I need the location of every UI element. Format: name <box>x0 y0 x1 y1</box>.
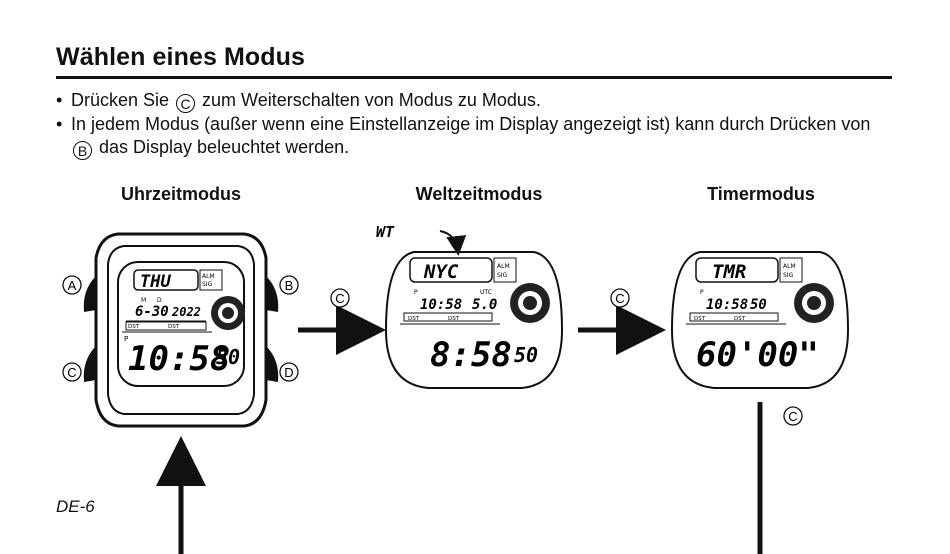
timer-sig-label: SIG <box>783 272 794 279</box>
timer-countdown: 60'00" <box>696 335 819 375</box>
instruction-item: In jedem Modus (außer wenn eine Einstell… <box>56 113 892 160</box>
return-key-letter: C <box>788 409 797 424</box>
timer-alm-label: ALM <box>783 263 796 270</box>
timer-code: TMR <box>712 261 746 283</box>
timekeeping-pm: P <box>124 335 128 343</box>
timer-mode-label: Timermodus <box>707 184 815 204</box>
arrow-key-marker <box>330 288 350 308</box>
world-time-watch <box>384 230 564 389</box>
world-time-time: 8:58 <box>430 335 512 375</box>
timekeeping-year: 2022 <box>171 305 201 319</box>
instruction-text: zum Weiterschalten von Modus zu Modus. <box>197 90 541 110</box>
timer-watch <box>670 251 850 389</box>
timer-pm-small: P <box>700 289 704 296</box>
timekeeping-dst-a: DST <box>128 324 140 330</box>
arrow-key-marker <box>610 288 630 308</box>
timekeeping-watch <box>83 232 279 428</box>
timekeeping-alm-label: ALM <box>202 273 215 280</box>
button-d-letter: D <box>284 365 293 380</box>
world-time-home-time: 10:58 <box>420 297 462 313</box>
timekeeping-time: 10:58 <box>128 339 230 379</box>
timekeeping-sig-label: SIG <box>202 281 213 288</box>
timer-current-sec: 50 <box>750 297 767 313</box>
world-time-sig-label: SIG <box>497 272 508 279</box>
timekeeping-mode-label: Uhrzeitmodus <box>120 184 241 204</box>
instruction-text: In jedem Modus (außer wenn eine Einstell… <box>71 114 871 134</box>
heading-rule <box>56 76 892 79</box>
page-number: DE-6 <box>56 497 95 516</box>
button-a-marker <box>62 275 82 295</box>
timekeeping-day: THU <box>140 272 171 292</box>
world-time-dst-b: DST <box>448 316 460 322</box>
button-b-symbol: B <box>73 141 92 160</box>
button-b-marker <box>279 275 299 295</box>
world-time-utc-label: UTC <box>480 289 492 296</box>
timer-dst-b: DST <box>734 316 746 322</box>
world-time-dst-a: DST <box>408 316 420 322</box>
world-time-pm-small: P <box>414 289 418 296</box>
world-time-offset: 5.0 <box>472 297 497 313</box>
timer-dst-a: DST <box>694 316 706 322</box>
section-heading: Wählen eines Modus <box>56 43 306 71</box>
timekeeping-date: 6-30 <box>135 304 169 320</box>
timekeeping-dst-b: DST <box>168 324 180 330</box>
instruction-text: das Display beleuchtet werden. <box>94 137 350 157</box>
world-time-mode-label: Weltzeitmodus <box>415 184 543 204</box>
instruction-item: Drücken Sie C zum Weiterschalten von Mod… <box>56 89 892 113</box>
arrow-key-letter: C <box>335 291 344 306</box>
world-time-seconds: 50 <box>514 343 538 367</box>
button-c-letter: C <box>67 365 76 380</box>
instruction-text: Drücken Sie <box>71 90 175 110</box>
world-time-city: NYC <box>423 261 459 283</box>
timekeeping-month-label: M <box>141 297 146 304</box>
button-d-marker <box>279 362 299 382</box>
instruction-list: Drücken Sie C zum Weiterschalten von Mod… <box>56 89 892 160</box>
button-b-letter: B <box>285 278 294 293</box>
return-key-marker <box>783 406 803 426</box>
world-time-alm-label: ALM <box>497 263 510 270</box>
timekeeping-seconds: 50 <box>216 345 240 369</box>
button-a-letter: A <box>68 278 77 293</box>
timekeeping-day-label: D <box>157 297 162 304</box>
button-c-marker <box>62 362 82 382</box>
arrow-key-letter: C <box>615 291 624 306</box>
timer-current-time: 10:58 <box>706 297 748 313</box>
world-time-tag: WT <box>376 223 395 241</box>
